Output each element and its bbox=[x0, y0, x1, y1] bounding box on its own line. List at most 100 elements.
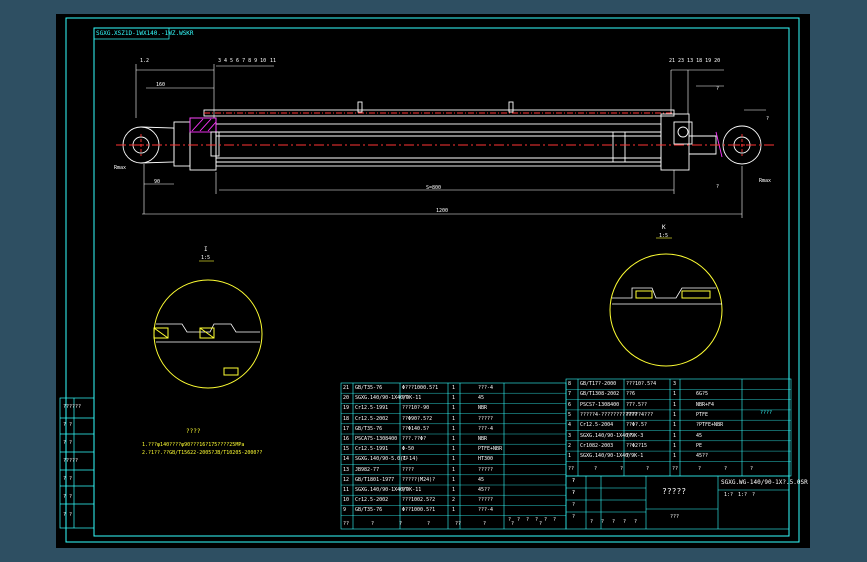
parts-left-no: 12 bbox=[343, 476, 350, 483]
parts-right-code: SGXG.140/90-1X40/9K-1 bbox=[580, 453, 644, 460]
parts-left-mat: ???-4 bbox=[478, 425, 494, 432]
title-cell: ? bbox=[572, 490, 576, 496]
parts-right-footer: ? bbox=[646, 466, 650, 472]
parts-right-mat: NBR+F4 bbox=[696, 401, 715, 408]
detail-K-label: K bbox=[662, 224, 666, 231]
parts-left-code: Cr12.5-2002 bbox=[355, 415, 389, 422]
dim-5: ? bbox=[716, 86, 720, 92]
title-cell: ? bbox=[572, 478, 576, 484]
parts-table-left-grid bbox=[340, 382, 567, 530]
parts-right-qty: 1 bbox=[673, 432, 677, 439]
parts-left-name: ??Φ140.5? bbox=[402, 425, 430, 432]
parts-right-mat: PTFE bbox=[696, 411, 709, 418]
parts-left-footer: ? bbox=[483, 521, 487, 527]
dim-12: ? bbox=[766, 116, 770, 122]
drawing-canvas bbox=[59, 17, 800, 543]
parts-right-code: GB/T17?-2000 bbox=[580, 381, 617, 387]
parts-left-qty: 1 bbox=[452, 405, 456, 412]
parts-right-qty: 3 bbox=[673, 381, 677, 387]
parts-right-qty: 1 bbox=[673, 411, 677, 418]
parts-right-qty: 1 bbox=[673, 422, 677, 429]
parts-right-footer: ? bbox=[724, 466, 728, 472]
parts-left-code: SGXG.140/90-1X40/9K-11 bbox=[355, 487, 422, 493]
left-strip-label: ? ? bbox=[63, 494, 73, 500]
parts-left-no: 15 bbox=[343, 446, 350, 453]
left-strip-label: ????? bbox=[63, 458, 79, 464]
parts-left-code: GB/T35-76 bbox=[355, 507, 383, 514]
parts-left-footer2: ? bbox=[517, 517, 521, 523]
parts-left-name: ???? bbox=[402, 466, 415, 473]
title-cell: ? bbox=[572, 490, 576, 496]
parts-left-no: 21 bbox=[343, 385, 350, 391]
dim-11: Rmax bbox=[759, 178, 772, 184]
title-cell: ? bbox=[572, 514, 576, 520]
parts-left-qty: 1 bbox=[452, 487, 456, 493]
parts-right-mat: 6G?5 bbox=[696, 391, 709, 398]
parts-right-no: 1 bbox=[568, 453, 572, 460]
parts-right-mat: 45?? bbox=[696, 453, 709, 460]
dim-1: 1.2 bbox=[140, 58, 150, 64]
parts-left-no: 13 bbox=[343, 466, 350, 473]
parts-right-code: PSCS7-1308400 bbox=[580, 401, 620, 408]
left-strip bbox=[59, 397, 95, 529]
parts-left-no: 18 bbox=[343, 415, 350, 422]
parts-right-footer: ? bbox=[750, 466, 754, 472]
parts-left-no: 10 bbox=[343, 497, 350, 504]
parts-left-footer2: ? bbox=[508, 517, 512, 523]
title-scale-cell: ? bbox=[752, 492, 756, 498]
parts-right-name: ?????4??? bbox=[626, 411, 654, 418]
parts-left-mat: NBR bbox=[478, 405, 488, 412]
title-scale-cell: 1:? bbox=[724, 492, 734, 498]
parts-right-name: ??Φ2?15 bbox=[626, 442, 648, 449]
parts-left-name: Φ-50 bbox=[402, 446, 415, 453]
parts-left-code: SGXG.140/90-5.0(1-14) bbox=[355, 456, 419, 463]
parts-right-no: 8 bbox=[568, 381, 572, 387]
parts-left-footer: ? bbox=[511, 521, 515, 527]
parts-left-name: Φ???1000.5?1 bbox=[402, 385, 439, 391]
parts-left-mat: ???-4 bbox=[478, 507, 494, 514]
parts-left-mat: ????? bbox=[478, 497, 494, 504]
parts-left-no: 19 bbox=[343, 405, 350, 412]
parts-right-qty: 1 bbox=[673, 401, 677, 408]
detail-I-label: I bbox=[204, 246, 208, 253]
parts-right-code: GB/T1308-2002 bbox=[580, 391, 620, 398]
parts-left-footer: ? bbox=[399, 521, 403, 527]
parts-left-no: 16 bbox=[343, 436, 350, 442]
parts-left-footer2: ? bbox=[553, 517, 557, 523]
parts-left-code: GB/T35-76 bbox=[355, 425, 383, 432]
title-sheet-cell: ? bbox=[590, 519, 594, 525]
parts-left-footer: ?? bbox=[343, 521, 350, 527]
title-cell: ? bbox=[572, 478, 576, 484]
parts-table-left-rows bbox=[341, 393, 566, 516]
dim-10: Rmax bbox=[114, 165, 127, 171]
parts-right-name: ???10?.5?4 bbox=[626, 381, 657, 387]
parts-right-qty: 1 bbox=[673, 453, 677, 460]
title-drawing-no: SGXG.WG-140/90-1X?.5.0SR bbox=[721, 479, 808, 486]
parts-right-name: ? bbox=[626, 453, 630, 460]
parts-left-mat: 45 bbox=[478, 395, 485, 402]
dimension-lines bbox=[135, 64, 766, 218]
title-sheet-cell: ? bbox=[623, 519, 627, 525]
left-strip-label: ?????? bbox=[63, 404, 82, 410]
parts-right-code: ?????4-???????????? bbox=[580, 411, 638, 418]
parts-right-footer: ?? bbox=[568, 466, 575, 472]
left-strip-label: ? ? bbox=[63, 422, 73, 428]
parts-left-qty: 1 bbox=[452, 415, 456, 422]
parts-right-code: SGXG.140/90-1X40/9K-3 bbox=[580, 432, 644, 439]
parts-left-code: JB982-77 bbox=[355, 466, 380, 473]
parts-left-qty: 1 bbox=[452, 385, 456, 391]
left-strip-label: ? ? bbox=[63, 476, 73, 482]
dim-3: 11 bbox=[270, 58, 277, 64]
parts-right-code: Cr1082-2003 bbox=[580, 442, 614, 449]
detail-label-underlines bbox=[199, 237, 672, 262]
parts-right-footer: ? bbox=[620, 466, 624, 472]
detail-K bbox=[609, 253, 723, 367]
dim-9: 1200 bbox=[436, 208, 449, 214]
parts-right-no: 7 bbox=[568, 391, 572, 398]
title-org: ??? bbox=[670, 514, 680, 520]
parts-left-name: ?? bbox=[402, 456, 409, 463]
parts-right-footer: ? bbox=[698, 466, 702, 472]
parts-left-mat: PTFE+NBR bbox=[478, 446, 503, 453]
title-scale-cell: 1:? bbox=[738, 492, 748, 498]
parts-left-mat: ????? bbox=[478, 415, 494, 422]
